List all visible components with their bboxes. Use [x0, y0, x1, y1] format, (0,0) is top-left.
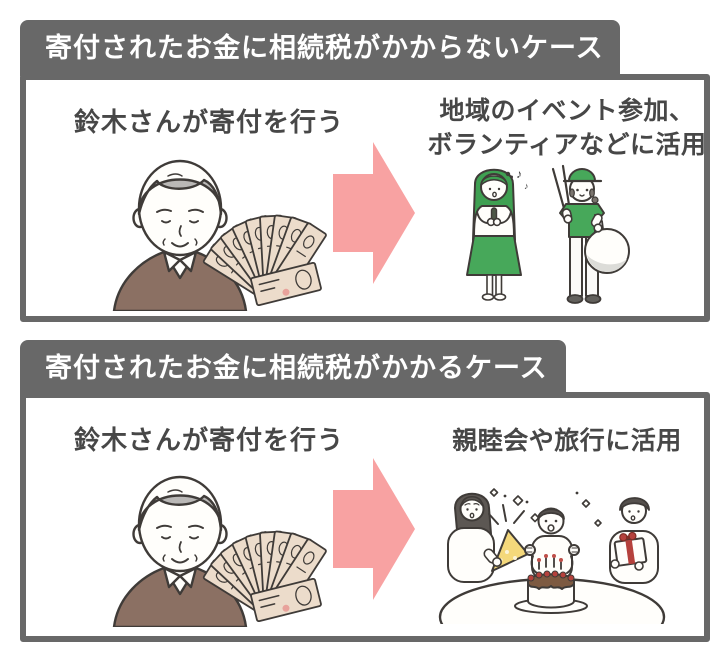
case1-arrow-icon — [333, 142, 415, 284]
case2-donor-label: 鈴木さんが寄付を行う — [74, 425, 345, 455]
case1-header: 寄付されたお金に相続税がかからないケース — [20, 20, 620, 76]
case2-panel: 鈴木さんが寄付を行う — [20, 392, 710, 642]
front-banknote — [250, 261, 322, 307]
case2-header: 寄付されたお金に相続税がかかるケース — [20, 340, 566, 396]
case2-use-illustration — [434, 474, 671, 624]
singer-volunteer — [466, 168, 522, 301]
donor-head — [132, 159, 228, 257]
birthday-cake — [514, 554, 588, 614]
case2-use-label: 親睦会や旅行に活用 — [452, 427, 682, 455]
case1-panel: 鈴木さんが寄付を行う — [20, 74, 710, 322]
party-woman — [447, 492, 498, 583]
confetti — [575, 491, 602, 527]
front-banknote — [250, 577, 322, 623]
case1-donor-illustration — [110, 156, 330, 311]
gift-box — [613, 531, 648, 567]
case1-donor-label: 鈴木さんが寄付を行う — [74, 107, 345, 137]
music-note-icon: ♪ — [524, 181, 529, 191]
party-man — [609, 497, 659, 584]
case1-use-illustration: ♪ ♪ — [446, 162, 631, 310]
music-note-icon: ♪ — [516, 167, 522, 181]
case2-arrow-icon — [333, 458, 415, 600]
party-center-person — [524, 507, 580, 581]
case2-donor-illustration — [110, 472, 330, 627]
case1-use-label: 地域のイベント参加、 ボランティアなどに活用 — [427, 97, 707, 159]
litter-picker-volunteer — [551, 164, 630, 304]
party-popper — [488, 488, 540, 572]
donor-head — [132, 475, 228, 573]
